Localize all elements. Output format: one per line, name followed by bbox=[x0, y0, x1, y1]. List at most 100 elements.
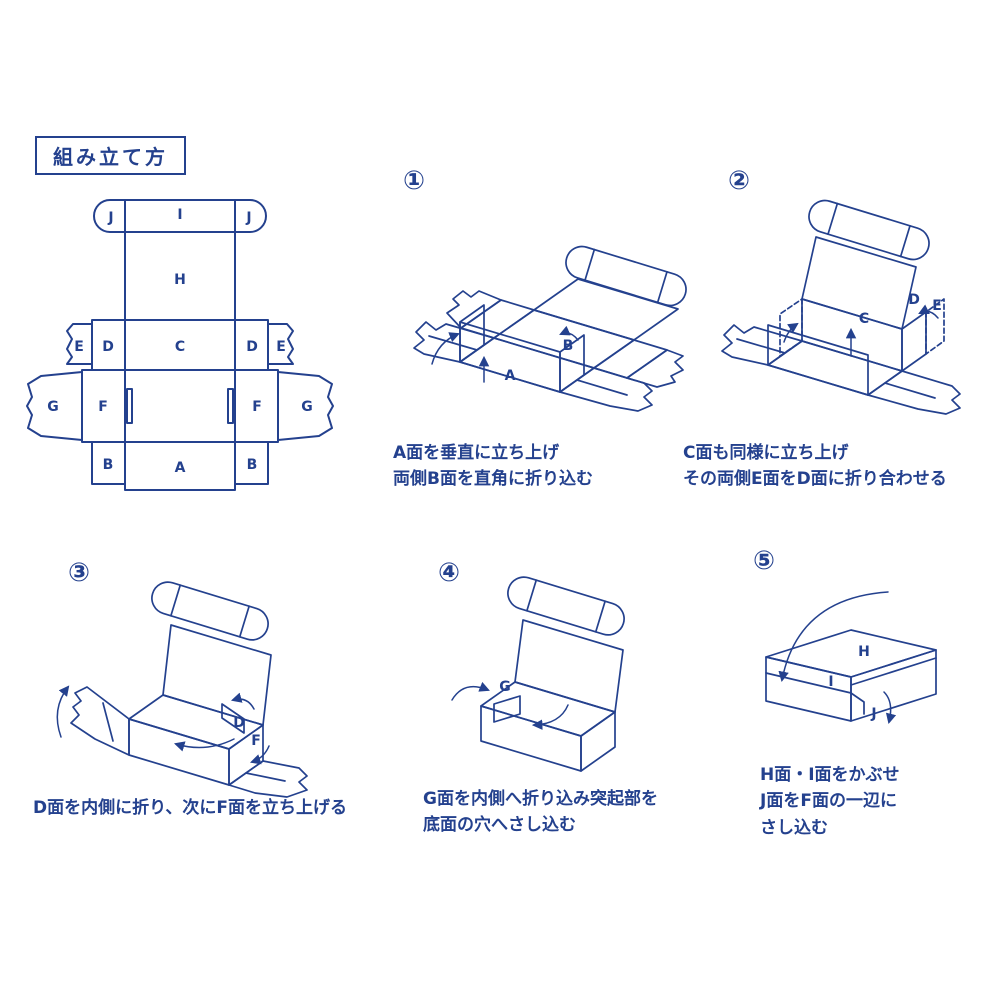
step-5-number: ⑤ bbox=[753, 546, 776, 576]
step-4-drawing: G bbox=[451, 576, 625, 772]
panel-b-right-label: B bbox=[247, 457, 258, 473]
step-2: ② bbox=[683, 165, 993, 495]
slot-right bbox=[227, 388, 234, 424]
panel-g-right bbox=[277, 371, 334, 441]
lid-strip bbox=[93, 199, 267, 233]
lid-side-edge bbox=[850, 657, 937, 686]
fold-line bbox=[736, 338, 786, 354]
box-right-face bbox=[850, 649, 937, 722]
panel-e-right-label: E bbox=[276, 339, 286, 355]
label-f: F bbox=[251, 733, 261, 749]
panel-h-label: H bbox=[174, 272, 186, 288]
panel-a-wall bbox=[767, 324, 869, 396]
lid-divider-left bbox=[170, 584, 182, 617]
front-wall bbox=[128, 718, 230, 786]
lid-divider-left bbox=[526, 579, 538, 612]
lid-outline bbox=[507, 576, 625, 636]
panel-b-left-label: B bbox=[103, 457, 114, 473]
fold-arrow-left bbox=[431, 332, 460, 365]
caption-line: G面を内側へ折り込み突起部を bbox=[423, 789, 658, 809]
step-1-drawing: A B bbox=[413, 245, 687, 412]
fold-line bbox=[245, 772, 286, 782]
fold-arrow-e bbox=[918, 304, 939, 319]
fold-line bbox=[576, 379, 628, 396]
panel-a-label: A bbox=[175, 460, 186, 476]
label-h: H bbox=[858, 644, 870, 660]
panel-h-flat bbox=[533, 278, 679, 341]
label-e: E bbox=[932, 298, 942, 314]
tuck-j-arrow bbox=[883, 691, 897, 725]
panel-j-right-label: J bbox=[245, 210, 251, 226]
step-3-number: ③ bbox=[68, 558, 91, 588]
fold-line bbox=[428, 335, 478, 351]
panel-c-wall bbox=[801, 298, 903, 372]
panel-f-left-label: F bbox=[98, 399, 108, 415]
panel-bottom bbox=[459, 337, 595, 393]
flat-template-diagram: J I J H E D C D E G F F G B A B bbox=[26, 199, 334, 491]
raise-arrow-f bbox=[250, 745, 270, 765]
lid-divider-left bbox=[584, 248, 596, 282]
lid-divider-right bbox=[238, 605, 250, 638]
lid-front-flap-edge bbox=[765, 672, 852, 694]
panel-h bbox=[801, 236, 917, 330]
lid-outline bbox=[565, 245, 687, 307]
caption-line: A面を垂直に立ち上げ bbox=[393, 443, 560, 463]
box-front-face bbox=[765, 656, 852, 722]
step-2-number: ② bbox=[728, 166, 751, 196]
panel-d-folded bbox=[221, 703, 245, 734]
side-flap-right bbox=[867, 370, 961, 415]
panel-b-right bbox=[234, 441, 269, 485]
panel-e-left-label: E bbox=[74, 339, 84, 355]
panel-bottom bbox=[767, 340, 903, 396]
panel-d-tab-right bbox=[901, 311, 927, 372]
panel-d-flat-right bbox=[593, 339, 668, 379]
caption-line: H面・I面をかぶせ bbox=[760, 765, 900, 785]
caption-line: J面をF面の一辺に bbox=[760, 791, 897, 812]
panel-j-tab bbox=[850, 692, 865, 715]
lid-divider-left bbox=[827, 202, 839, 236]
label-j: J bbox=[870, 706, 876, 722]
panel-e-left bbox=[66, 323, 93, 365]
panel-f-right-label: F bbox=[252, 399, 262, 415]
panel-g-right-label: G bbox=[301, 399, 313, 415]
step-5-drawing: H I J bbox=[765, 591, 937, 725]
panel-g-left-label: G bbox=[47, 399, 59, 415]
step-3-drawing: D F bbox=[56, 581, 308, 798]
step-4-caption: G面を内側へ折り込み突起部を 底面の穴へさし込む bbox=[423, 786, 658, 839]
step-1-caption: A面を垂直に立ち上げ 両側B面を直角に折り込む bbox=[393, 440, 593, 493]
label-i: I bbox=[828, 674, 833, 690]
panel-e-flat-left bbox=[446, 290, 502, 329]
raise-arrow-left bbox=[56, 685, 70, 738]
panel-bottom bbox=[124, 369, 236, 443]
page-title: 組み立て方 bbox=[53, 145, 168, 169]
side-flap-left bbox=[721, 324, 803, 366]
step-3-caption: D面を内側に折り、次にF面を立ち上げる bbox=[33, 795, 347, 821]
front-wall bbox=[480, 705, 582, 772]
panel-i-label: I bbox=[177, 207, 182, 223]
close-lid-arrow bbox=[778, 591, 889, 683]
fold-arrow-inside bbox=[531, 704, 569, 730]
step-3: ③ bbox=[33, 557, 373, 837]
panel-f-flap-left-raised bbox=[70, 686, 130, 756]
caption-line: 両側B面を直角に折り込む bbox=[393, 469, 593, 490]
panel-e-tab-right-dashed bbox=[925, 298, 945, 355]
box-top-face bbox=[765, 629, 937, 678]
step-2-diagram: C D E bbox=[721, 199, 961, 415]
step-2-drawing: C D E bbox=[721, 199, 961, 415]
panel-j-left-label: J bbox=[107, 210, 113, 226]
label-g: G bbox=[499, 679, 511, 695]
lid-strip bbox=[151, 581, 269, 641]
panel-d-left-label: D bbox=[102, 339, 114, 355]
step-1-diagram: A B bbox=[413, 245, 687, 412]
fold-arrow-g bbox=[451, 681, 490, 701]
fold-arrow-inside bbox=[173, 738, 235, 752]
lid-strip bbox=[565, 245, 687, 307]
panel-d-tab-left-dashed bbox=[779, 298, 803, 357]
lid-divider-right bbox=[594, 600, 606, 633]
caption-line: さし込む bbox=[760, 817, 828, 838]
panel-f-flap-right bbox=[228, 760, 308, 798]
fold-arrow-left bbox=[783, 322, 799, 343]
slot-left bbox=[126, 388, 133, 424]
step-4-diagram: G bbox=[451, 576, 625, 772]
